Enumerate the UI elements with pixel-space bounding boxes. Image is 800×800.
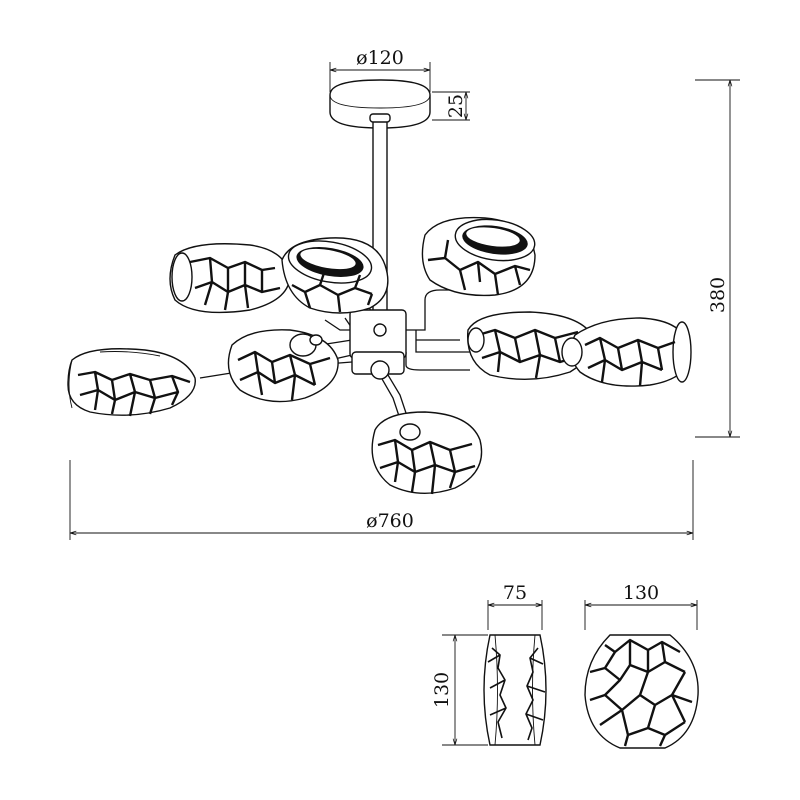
shade-cap bbox=[289, 333, 323, 357]
center-hub bbox=[349, 309, 407, 380]
shade-side-width-label: 75 bbox=[503, 582, 527, 604]
glass-shade bbox=[169, 243, 291, 314]
canopy-height-label: 25 bbox=[445, 94, 467, 118]
glass-shade bbox=[371, 411, 483, 495]
canopy-height-dimension: 25 bbox=[432, 91, 470, 121]
glass-shade bbox=[561, 317, 692, 387]
glass-shade bbox=[67, 348, 196, 417]
glass-shade bbox=[421, 216, 536, 297]
total-height-dimension: 380 bbox=[695, 79, 740, 438]
canopy-diameter-label: ø120 bbox=[356, 47, 404, 69]
canopy-diameter-dimension: ø120 bbox=[329, 47, 431, 92]
total-diameter-dimension: ø760 bbox=[69, 460, 694, 540]
shade-front-view: 130 bbox=[584, 582, 699, 749]
shade-side-view: 75 130 bbox=[431, 582, 547, 746]
ceiling-canopy bbox=[329, 79, 431, 129]
total-diameter-label: ø760 bbox=[366, 510, 414, 532]
shade-height-label: 130 bbox=[431, 672, 453, 708]
total-height-label: 380 bbox=[707, 277, 729, 313]
glass-shade bbox=[281, 237, 389, 314]
glass-shade bbox=[466, 311, 593, 381]
chandelier-drawing bbox=[67, 79, 692, 495]
shade-front-width-label: 130 bbox=[623, 582, 659, 604]
